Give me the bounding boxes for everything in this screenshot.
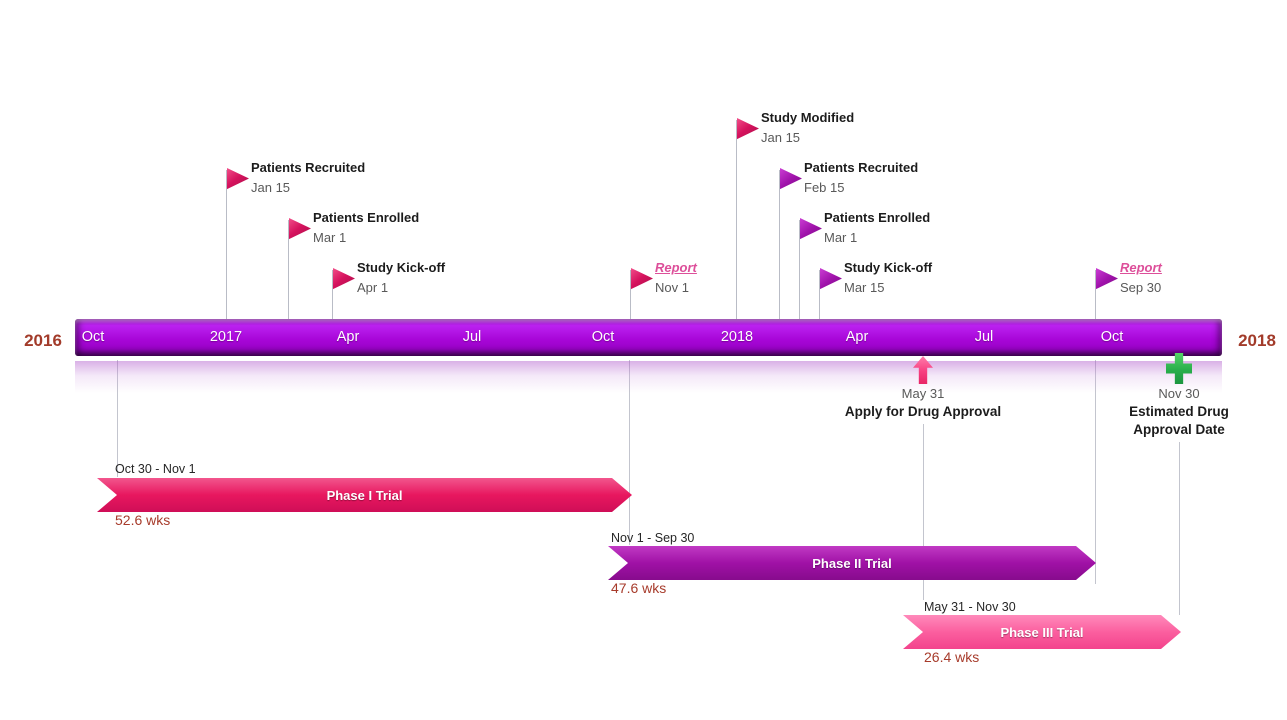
milestone-stem: [226, 170, 227, 319]
timeline-bar[interactable]: [75, 319, 1222, 356]
scale-tick-2018: 2018: [720, 329, 754, 345]
connector-phase1-start: [117, 360, 118, 477]
task2-label: Phase II Trial: [812, 555, 892, 571]
task1-duration: 52.6 wks: [115, 512, 171, 528]
year-end-label: 2018: [1238, 331, 1276, 350]
year-start-label: 2016: [24, 331, 62, 350]
task1-label: Phase I Trial: [326, 487, 403, 503]
milestone-stem: [288, 220, 289, 319]
milestone-date: Jan 15: [251, 180, 291, 195]
scale-tick-oct-2016: Oct: [81, 329, 105, 345]
timeline-bar-reflection: [75, 361, 1222, 393]
task-bar-phase1[interactable]: Phase I Trial: [97, 478, 632, 512]
flag-icon[interactable]: [1096, 268, 1118, 290]
task2-duration: 47.6 wks: [611, 580, 667, 596]
estimated-approval-title-line2: Approval Date: [1133, 422, 1225, 437]
milestone-title: Patients Recruited: [804, 160, 919, 175]
estimated-approval-date: Nov 30: [1158, 386, 1200, 401]
scale-tick-jul-2018: Jul: [974, 329, 994, 345]
task3-date-range: May 31 - Nov 30: [924, 600, 1016, 614]
milestone-title: Study Kick-off: [844, 260, 933, 275]
milestone-title: Report: [655, 260, 697, 275]
connector-phase2-end: [1095, 360, 1096, 584]
connector-phase3-start: [923, 424, 924, 600]
estimated-approval-title-line1: Estimated Drug: [1129, 404, 1229, 419]
connector-phase3-end: [1179, 442, 1180, 615]
milestone-title: Study Modified: [761, 110, 855, 125]
task3-duration: 26.4 wks: [924, 649, 980, 665]
scale-tick-apr-2017: Apr: [336, 329, 360, 345]
scale-tick-oct-2017: Oct: [591, 329, 615, 345]
milestone-stem: [1095, 270, 1096, 319]
task2-date-range: Nov 1 - Sep 30: [611, 531, 695, 545]
apply-approval-date: May 31: [901, 386, 945, 401]
flag-icon[interactable]: [227, 168, 249, 190]
milestone-title: Report: [1120, 260, 1162, 275]
milestone-stem: [779, 170, 780, 319]
apply-approval-title: Apply for Drug Approval: [844, 404, 1002, 419]
milestone-stem: [332, 270, 333, 319]
flag-icon[interactable]: [800, 218, 822, 240]
milestone-date: Feb 15: [804, 180, 845, 195]
flag-icon[interactable]: [333, 268, 355, 290]
milestone-title: Study Kick-off: [357, 260, 446, 275]
flag-icon[interactable]: [631, 268, 653, 290]
flag-icon[interactable]: [820, 268, 842, 290]
milestone-stem: [799, 220, 800, 319]
connector-phase2-start: [629, 360, 630, 545]
milestone-stem: [819, 270, 820, 319]
task-bar-phase3[interactable]: Phase III Trial: [903, 615, 1181, 649]
scale-tick-apr-2018: Apr: [845, 329, 869, 345]
flag-icon[interactable]: [780, 168, 802, 190]
task3-label: Phase III Trial: [1000, 624, 1084, 640]
milestone-date: Sep 30: [1120, 280, 1162, 295]
scale-tick-2017: 2017: [209, 329, 243, 345]
scale-tick-oct-2018: Oct: [1100, 329, 1124, 345]
milestone-date: Mar 15: [844, 280, 885, 295]
scale-tick-jul-2017: Jul: [462, 329, 482, 345]
milestone-title: Patients Recruited: [251, 160, 366, 175]
milestone-date: Jan 15: [761, 130, 801, 145]
milestone-stem: [630, 270, 631, 319]
milestone-date: Mar 1: [824, 230, 858, 245]
milestone-title: Patients Enrolled: [824, 210, 931, 225]
milestone-date: Mar 1: [313, 230, 347, 245]
milestone-date: Nov 1: [655, 280, 689, 295]
task-bar-phase2[interactable]: Phase II Trial: [608, 546, 1096, 580]
milestone-date: Apr 1: [357, 280, 389, 295]
flag-icon[interactable]: [289, 218, 311, 240]
milestone-title: Patients Enrolled: [313, 210, 420, 225]
flag-icon[interactable]: [737, 118, 759, 140]
milestone-stem: [736, 120, 737, 319]
task1-date-range: Oct 30 - Nov 1: [115, 462, 196, 476]
